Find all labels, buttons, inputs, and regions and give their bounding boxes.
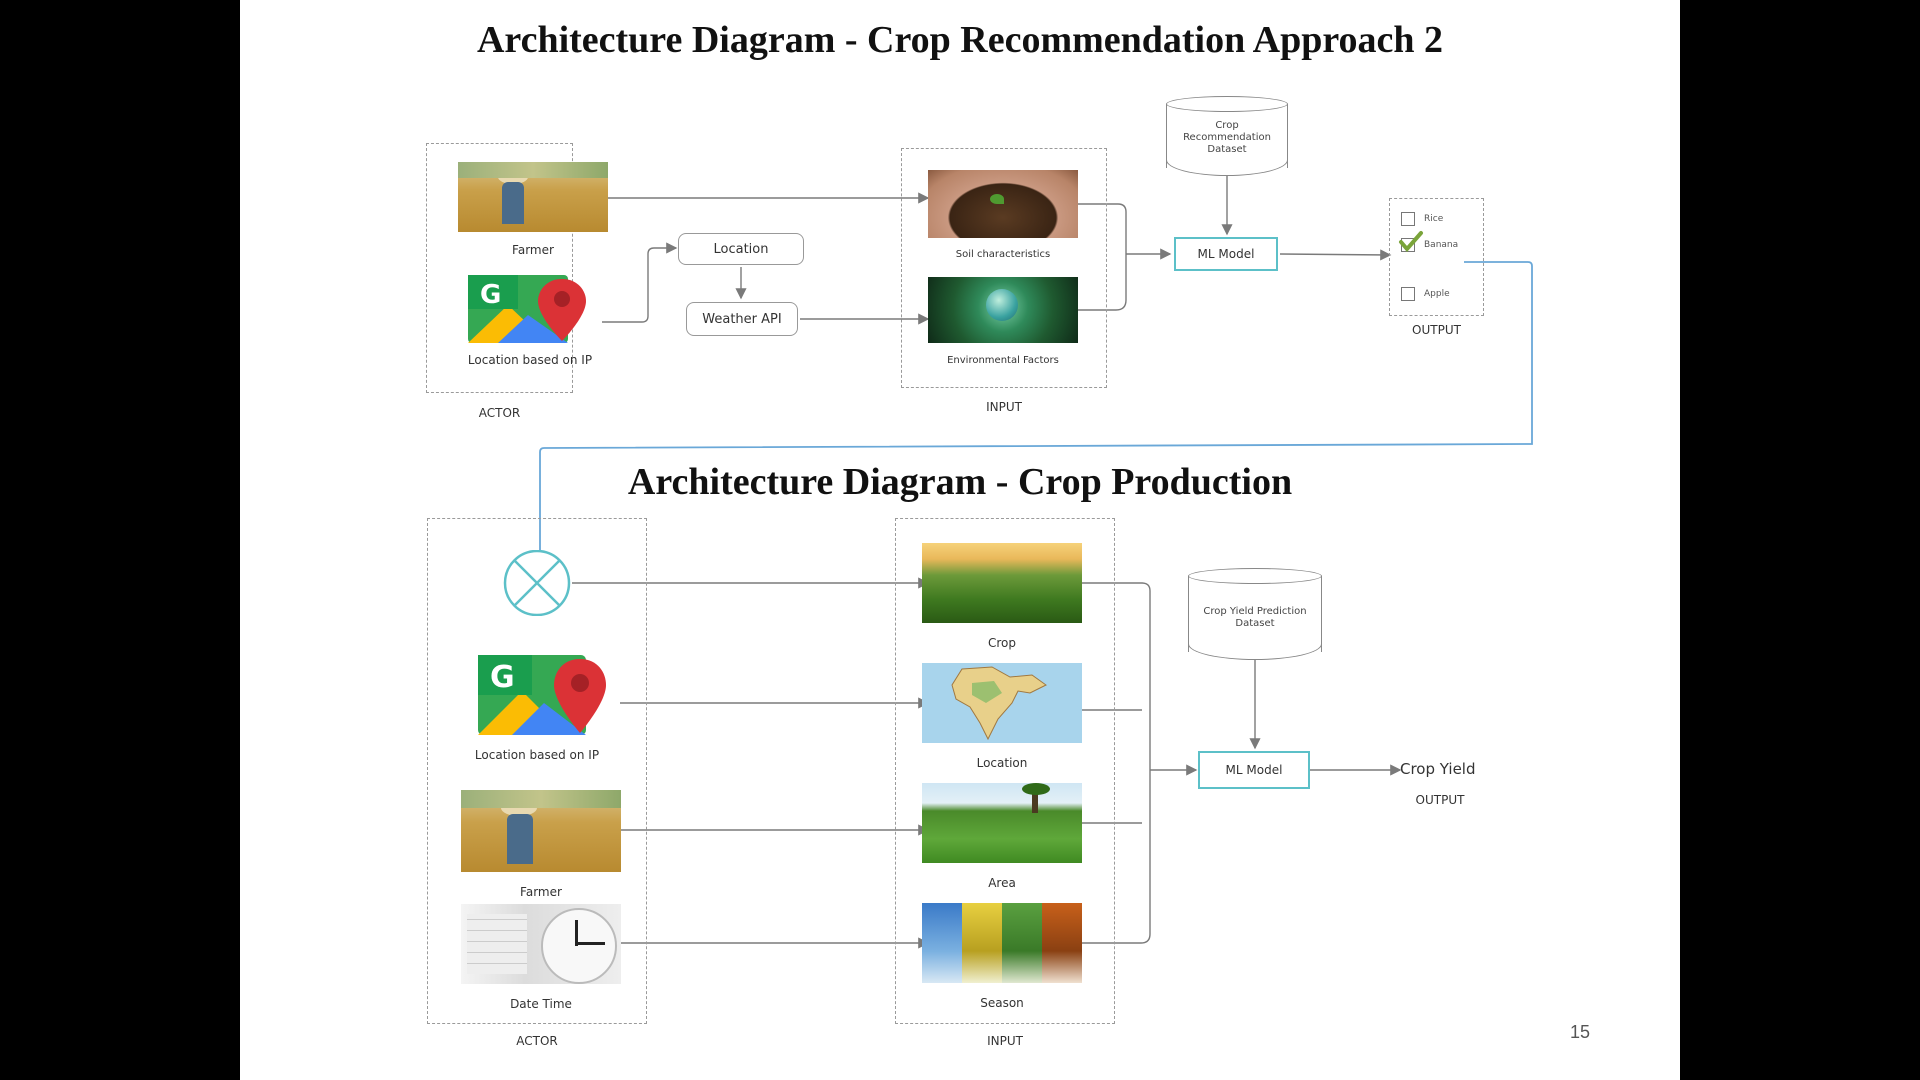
area-photo (922, 783, 1082, 863)
ip-to-location-arrow (602, 242, 678, 323)
top-actor-group (426, 143, 573, 393)
bottom-actor-caption: ACTOR (516, 1034, 558, 1048)
farmer-photo-bottom (461, 790, 621, 872)
bottom-title: Architecture Diagram - Crop Production (627, 461, 1293, 503)
bottom-input-group (895, 518, 1115, 1024)
soil-label: Soil characteristics (955, 249, 1051, 260)
location-box: Location (678, 233, 804, 265)
top-location-label: Location based on IP (467, 353, 593, 367)
environment-label: Environmental Factors (947, 355, 1059, 366)
top-input-group (901, 148, 1107, 388)
top-farmer-label: Farmer (512, 243, 554, 257)
crop-yield-output: Crop Yield (1400, 760, 1476, 778)
model-to-output-arrow (1279, 249, 1392, 261)
environment-photo (928, 277, 1078, 343)
maps-icon-bottom: G (478, 655, 612, 735)
datetime-label: Date Time (510, 997, 572, 1011)
top-dataset-label: Crop Recommendation Dataset (1183, 120, 1271, 155)
option-banana-label: Banana (1424, 240, 1459, 250)
crop-photo (922, 543, 1082, 623)
input-merge-line (1078, 203, 1127, 311)
top-actor-caption: ACTOR (478, 406, 521, 420)
check-mark-icon (1399, 231, 1423, 252)
bottom-input-caption: INPUT (987, 1034, 1023, 1048)
checkbox-rice (1401, 212, 1415, 226)
top-output-caption: OUTPUT (1412, 323, 1461, 337)
weather-api-box: Weather API (686, 302, 798, 336)
slide: Architecture Diagram - Crop Recommendati… (240, 0, 1680, 1080)
option-rice-label: Rice (1424, 214, 1444, 224)
merge-circle-icon (503, 550, 571, 616)
top-output-group (1389, 198, 1484, 316)
farmer-photo (458, 162, 608, 232)
bottom-location-label: Location based on IP (474, 748, 600, 762)
loop-connector (540, 261, 1533, 578)
bottom-farmer-label: Farmer (520, 885, 562, 899)
svg-text:G: G (480, 280, 501, 310)
bottom-ml-model-box: ML Model (1198, 751, 1310, 789)
season-label: Season (980, 996, 1024, 1010)
area-label: Area (988, 876, 1016, 890)
top-dataset-cylinder: Crop Recommendation Dataset (1166, 96, 1288, 176)
checkbox-apple (1401, 287, 1415, 301)
india-map-photo (922, 663, 1082, 743)
connector-lines (240, 176, 1533, 949)
bottom-actor-group (427, 518, 647, 1024)
crop-label: Crop (987, 636, 1016, 650)
page-number: 15 (1569, 1022, 1591, 1042)
top-ml-model-box: ML Model (1174, 237, 1278, 271)
option-apple-label: Apple (1424, 289, 1450, 299)
bottom-output-caption: OUTPUT (1415, 793, 1465, 807)
top-title: Architecture Diagram - Crop Recommendati… (476, 19, 1444, 61)
datetime-photo (461, 904, 621, 984)
bottom-merge-line (1082, 582, 1151, 944)
season-photo (922, 903, 1082, 983)
soil-photo (928, 170, 1078, 238)
bottom-dataset-label: Crop Yield Prediction Dataset (1203, 606, 1307, 629)
top-input-caption: INPUT (986, 400, 1022, 414)
maps-icon: G (468, 275, 592, 343)
input-location-label: Location (976, 756, 1028, 770)
svg-text:G: G (490, 660, 515, 695)
bottom-dataset-cylinder: Crop Yield Prediction Dataset (1188, 568, 1322, 660)
